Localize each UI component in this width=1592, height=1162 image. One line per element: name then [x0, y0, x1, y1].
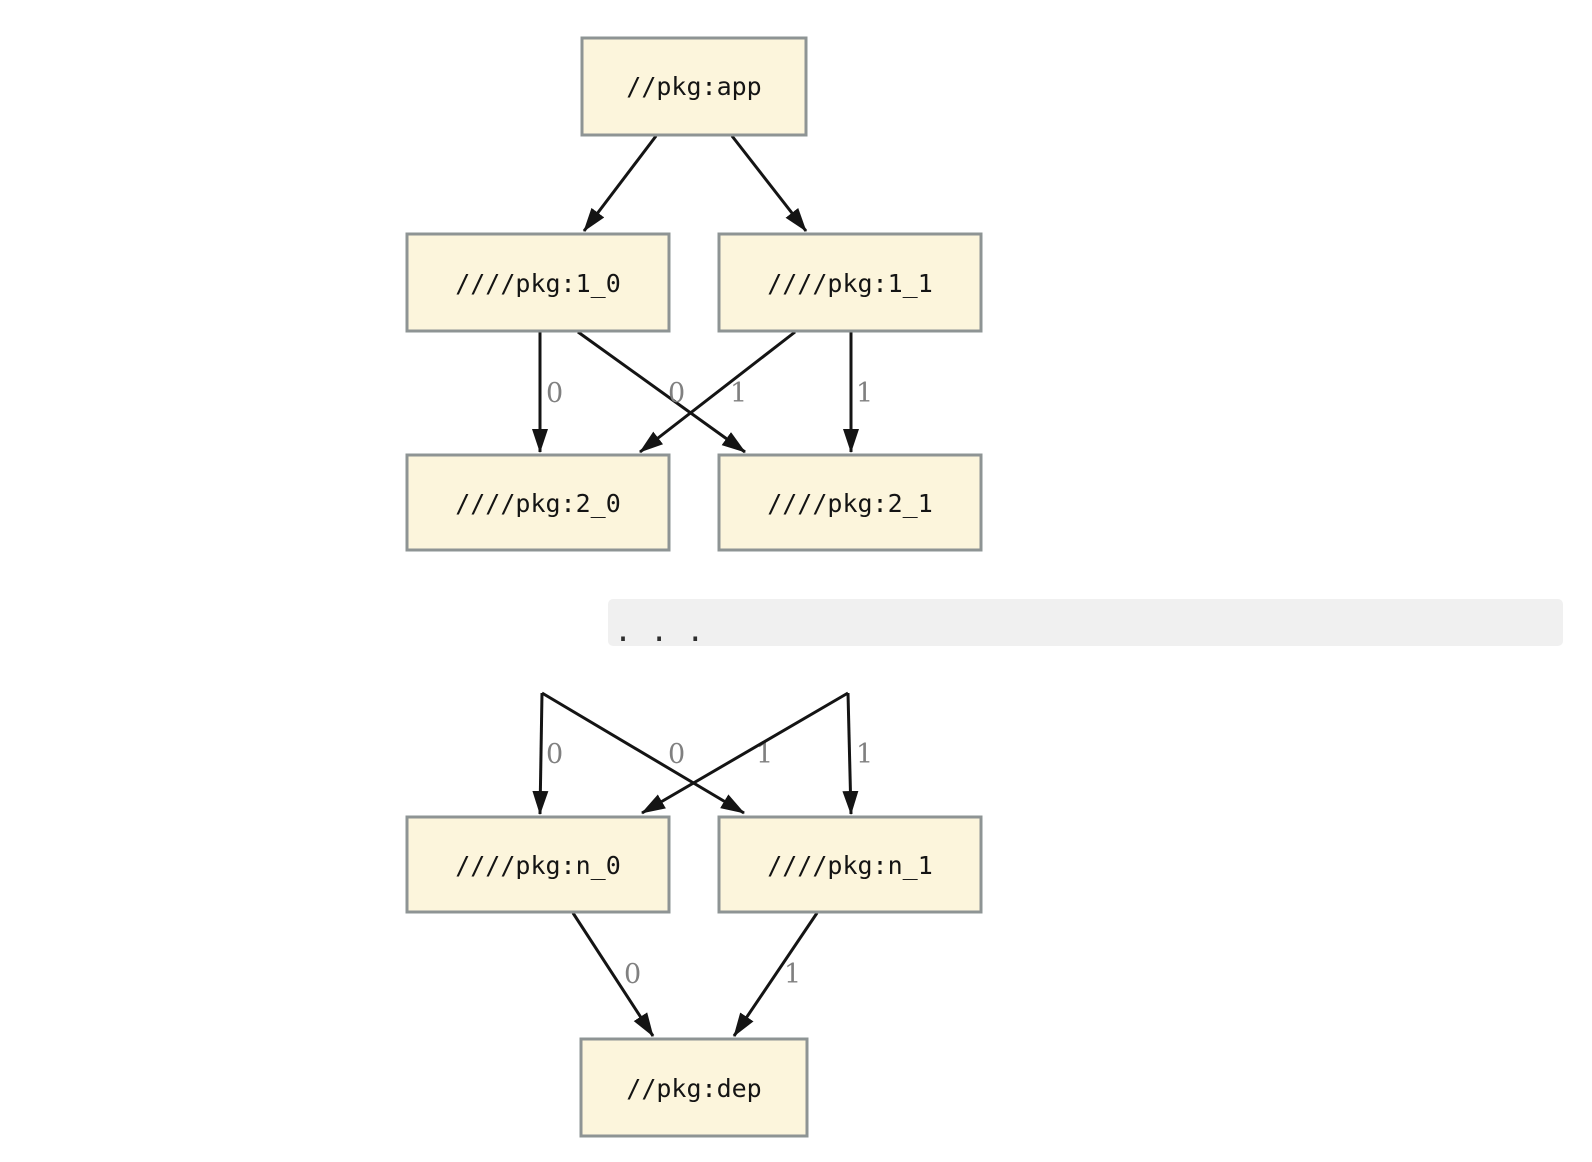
node-label: ////pkg:2_0 [455, 489, 621, 518]
edge-ellipsis-to-n_0-left: 0 [532, 692, 563, 815]
node-label: //pkg:app [626, 72, 761, 101]
node-app: //pkg:app [580, 36, 808, 137]
node-label: ////pkg:n_1 [767, 851, 933, 880]
edge-n_0-to-dep: 0 [571, 912, 655, 1037]
edge-n_1-to-dep: 1 [732, 912, 819, 1037]
edge-label: 0 [668, 739, 685, 770]
node-2_1: ////pkg:2_1 [717, 453, 983, 552]
edge-label: 0 [546, 378, 563, 409]
node-label: //pkg:dep [626, 1074, 761, 1103]
edge-ellipsis-to-n_0-cross: 0 [641, 691, 849, 815]
edge-label: 1 [856, 739, 873, 770]
node-2_0: ////pkg:2_0 [405, 453, 671, 552]
node-label: ////pkg:2_1 [767, 489, 933, 518]
edge-label: 0 [624, 959, 641, 990]
node-n_1: ////pkg:n_1 [717, 815, 983, 914]
edge-1_0-to-2_0: 0 [532, 332, 563, 453]
node-label: ////pkg:1_0 [455, 269, 621, 298]
node-label: ////pkg:n_0 [455, 851, 621, 880]
edge-1_0-to-2_1: 1 [577, 330, 747, 454]
edge-label: 1 [784, 959, 801, 990]
edge-ellipsis-to-n_1-right: 1 [842, 692, 873, 815]
node-1_1: ////pkg:1_1 [717, 232, 983, 333]
edge-label: 1 [856, 378, 873, 409]
edge-label: 0 [668, 378, 685, 409]
node-label: ////pkg:1_1 [767, 269, 933, 298]
node-1_0: ////pkg:1_0 [405, 232, 671, 333]
node-dep: //pkg:dep [579, 1037, 809, 1138]
edge-1_1-to-2_1: 1 [843, 332, 873, 453]
edge-1_1-to-2_0: 0 [639, 330, 796, 454]
edge-label: 1 [756, 739, 773, 770]
node-n_0: ////pkg:n_0 [405, 815, 671, 914]
edge-ellipsis-to-n_1-cross: 1 [541, 691, 773, 815]
ellipsis-band: . . . [608, 599, 1563, 649]
edge-label: 0 [546, 739, 563, 770]
edge-label: 1 [730, 378, 747, 409]
edge-app-to-1_1 [730, 135, 808, 232]
ellipsis-dots: . . . [614, 614, 704, 649]
edge-app-to-1_0 [582, 135, 658, 232]
